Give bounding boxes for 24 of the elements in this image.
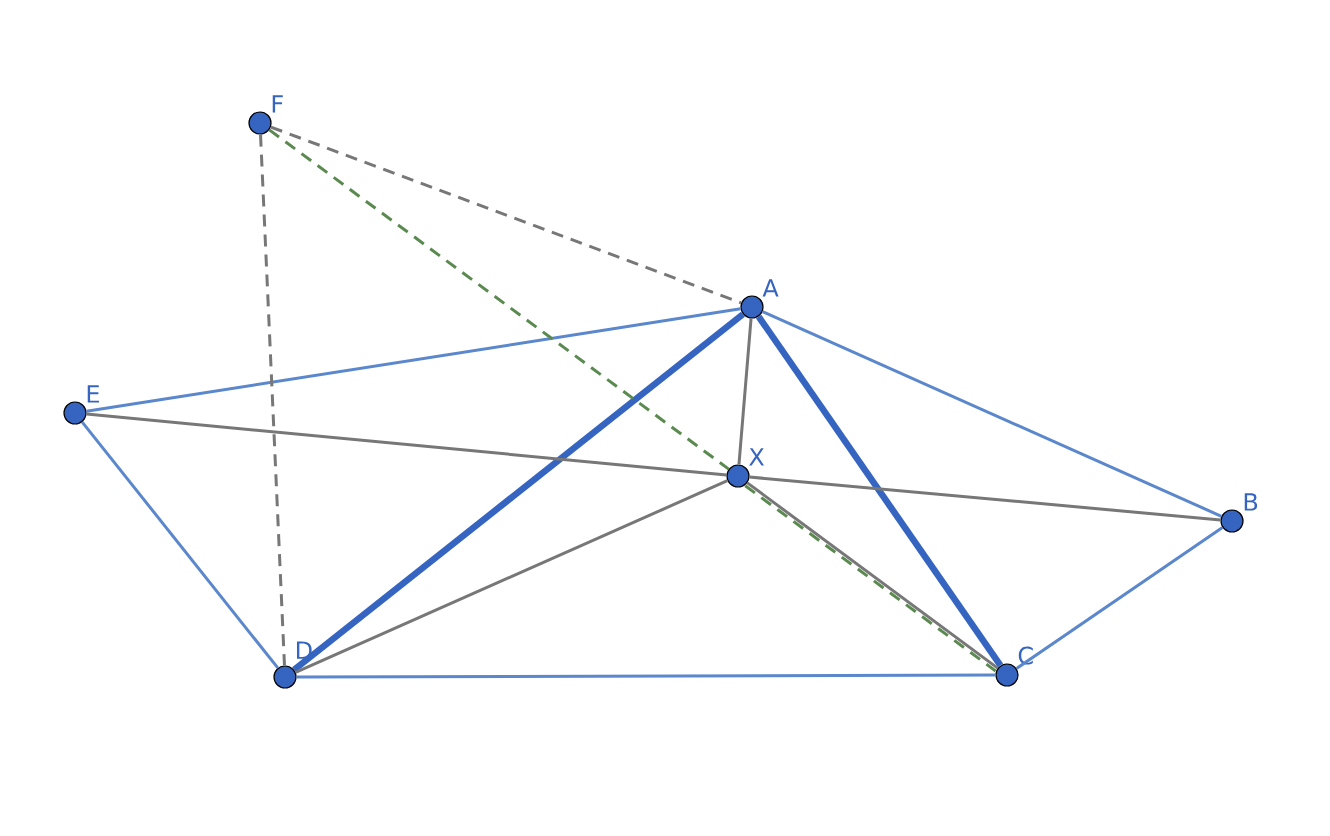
- node-label: E: [87, 385, 99, 403]
- line-segment: [1015, 526, 1224, 670]
- line-segment: [259, 134, 286, 666]
- line-segment: [86, 307, 741, 413]
- node-label: A: [762, 279, 779, 297]
- line-segment: [749, 475, 1221, 522]
- line-segment: [268, 128, 730, 471]
- node-label: F: [272, 95, 283, 113]
- node-label: B: [1244, 493, 1258, 511]
- line-segment: [270, 125, 742, 305]
- line-segment: [295, 479, 728, 674]
- line-segment: [737, 318, 753, 465]
- line-segment: [81, 421, 279, 669]
- line-segment: [292, 311, 745, 673]
- line-segment: [86, 412, 727, 477]
- line-segment: [296, 673, 996, 679]
- node-label: X: [749, 448, 765, 466]
- point: B: [1220, 493, 1258, 533]
- point: A: [740, 279, 779, 319]
- line-segment: [755, 314, 1004, 668]
- point: F: [248, 95, 283, 135]
- line-segment: [762, 310, 1223, 518]
- point: X: [726, 448, 765, 488]
- point: E: [63, 385, 99, 425]
